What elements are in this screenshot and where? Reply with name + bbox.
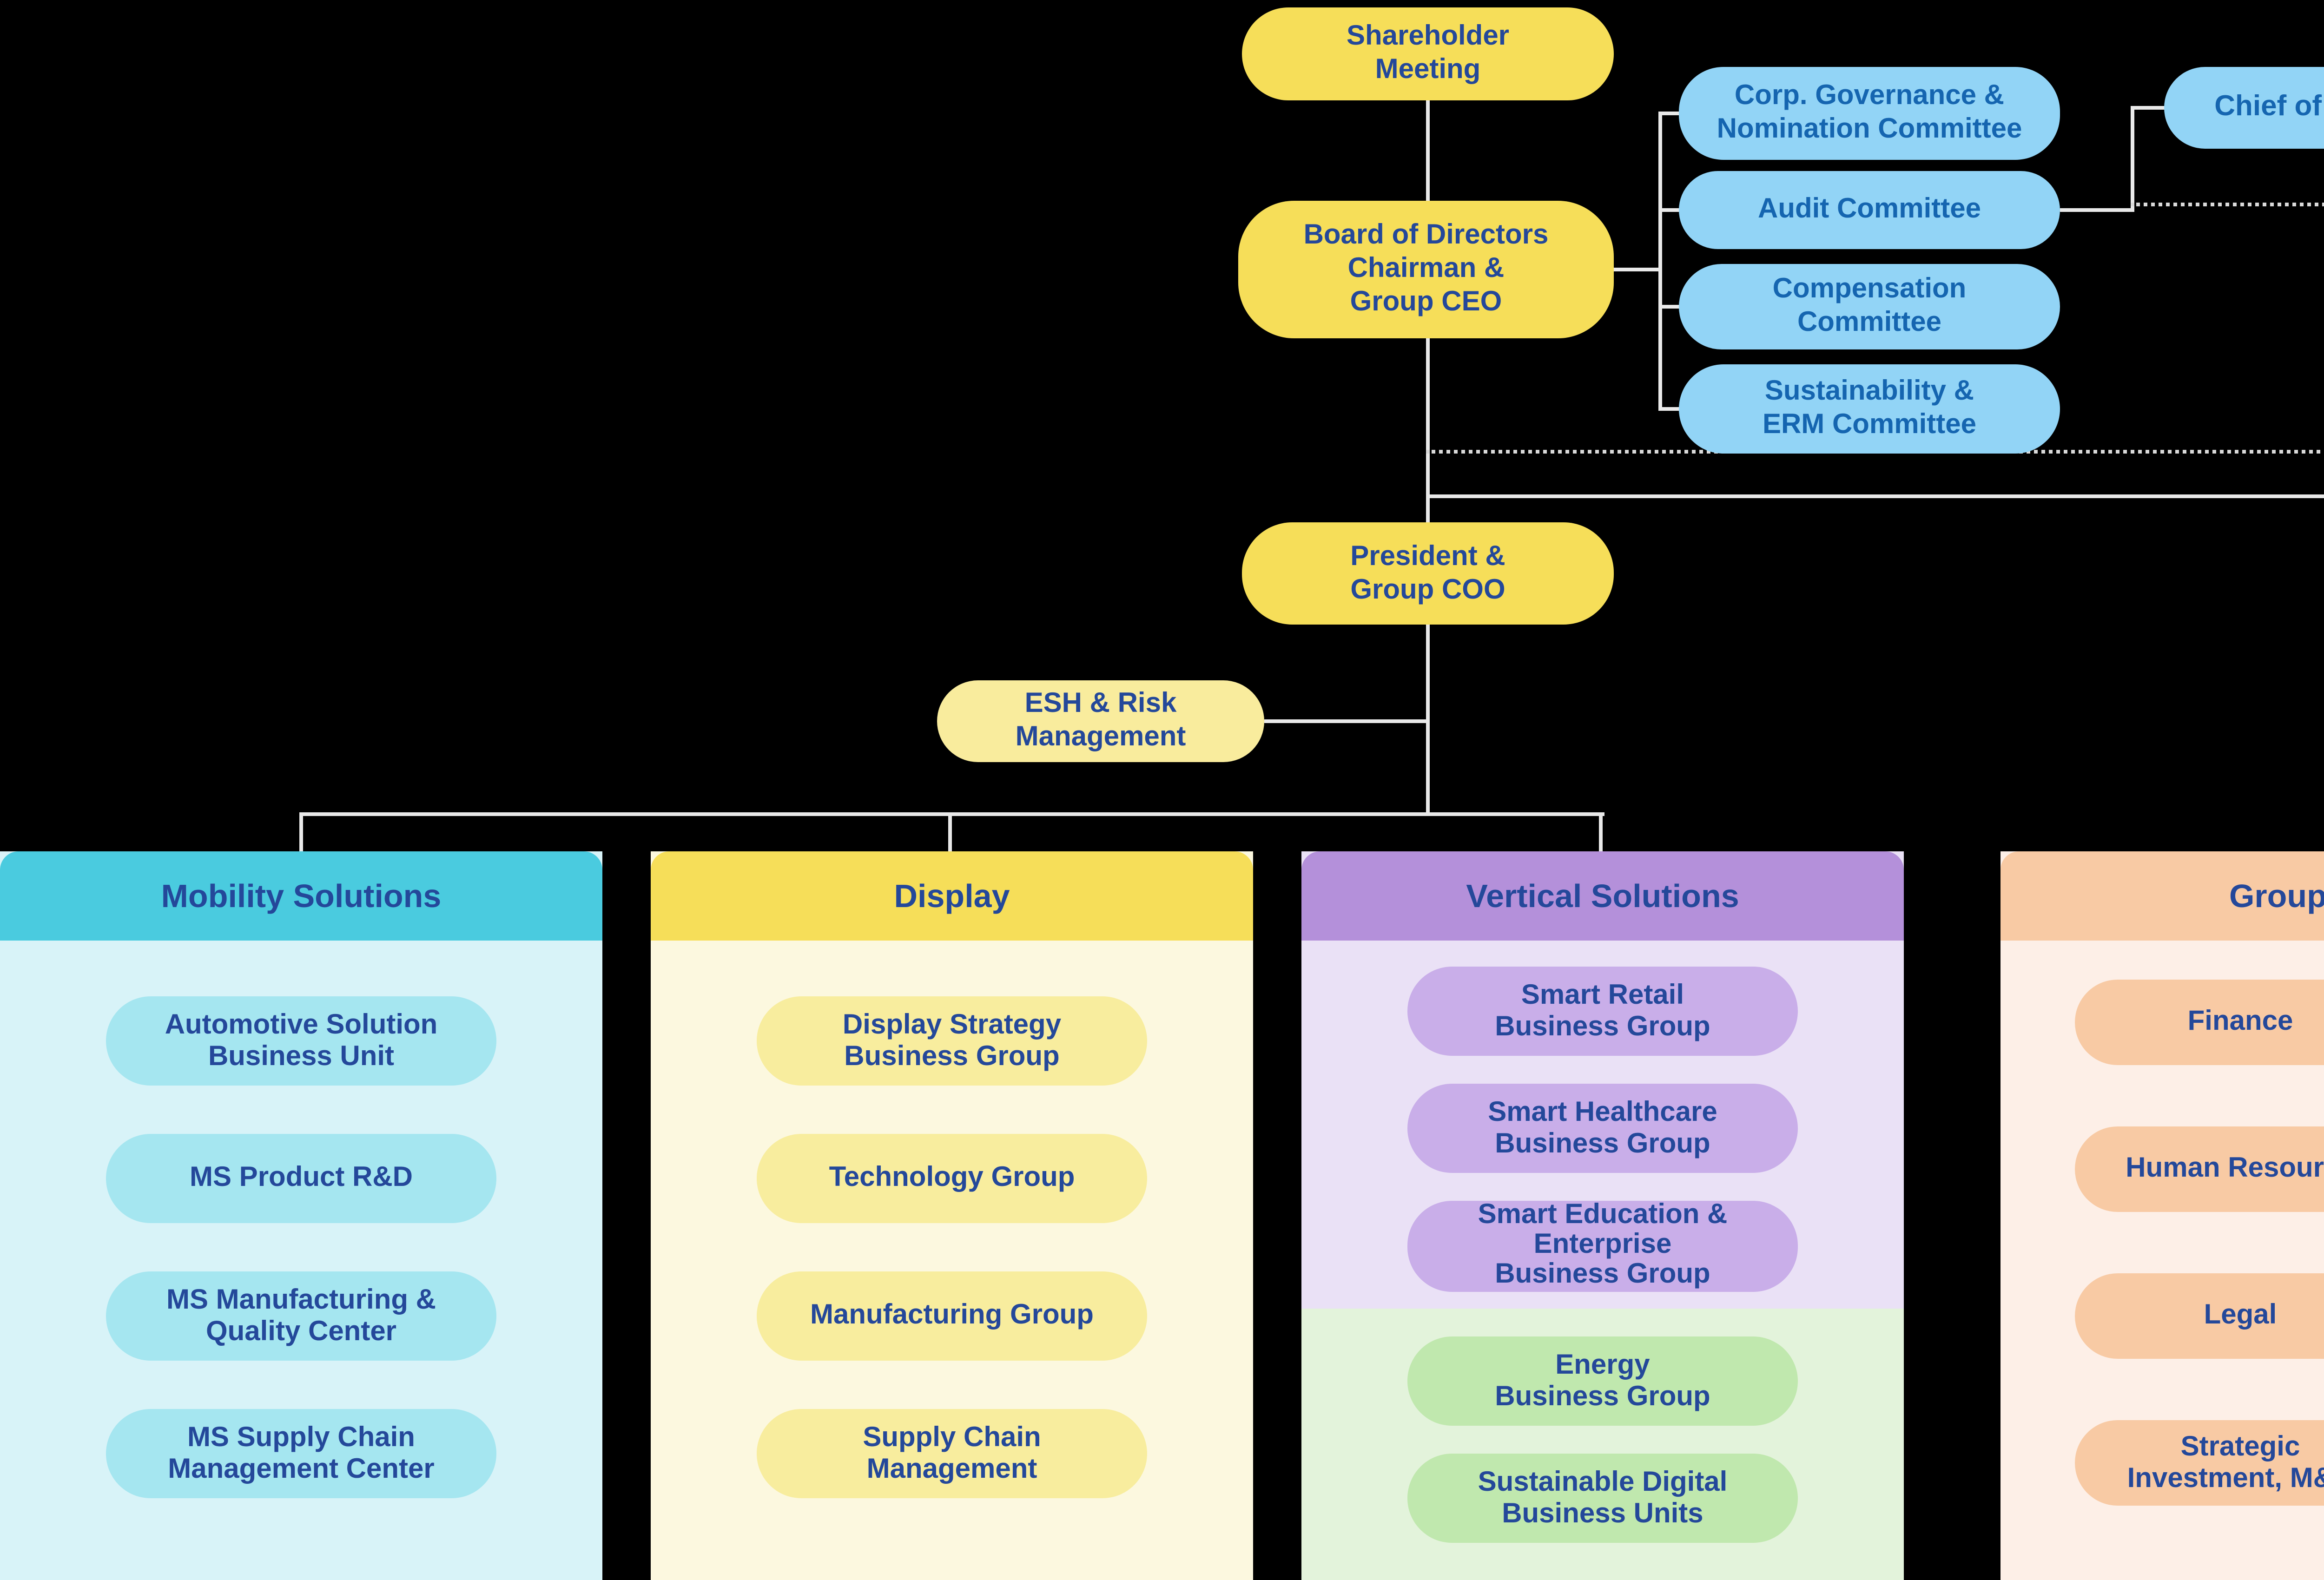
shareholder-meeting-node: Shareholder Meeting (1242, 7, 1614, 100)
org-unit-display-strategy: Display Strategy Business Group (757, 996, 1147, 1086)
president-coo-node: President & Group COO (1242, 522, 1614, 625)
org-unit-strategic-investment-ma: Strategic Investment, M&A (2075, 1420, 2324, 1506)
org-unit-sustainable-digital: Sustainable Digital Business Units (1407, 1454, 1798, 1543)
org-unit-ms-product-rd: MS Product R&D (106, 1134, 496, 1223)
division-group-infrastructure: Group Infrastructure Unit Finance Digita… (2000, 851, 2324, 1580)
org-unit-ms-manufacturing-quality: MS Manufacturing & Quality Center (106, 1271, 496, 1361)
division-vertical-solutions: Vertical Solutions Smart Retail Business… (1301, 851, 1904, 1309)
org-unit-technology-group: Technology Group (757, 1134, 1147, 1223)
committee-audit: Audit Committee (1679, 171, 2060, 249)
committee-governance-nomination: Corp. Governance & Nomination Committee (1679, 67, 2060, 160)
org-unit-finance: Finance (2075, 980, 2324, 1065)
org-unit-energy-business-group: Energy Business Group (1407, 1336, 1798, 1426)
org-unit-ms-supply-chain: MS Supply Chain Management Center (106, 1409, 496, 1498)
connector-stub-mobility (299, 812, 303, 853)
division-vertical-green-section: Energy Business Group Sustainable Digita… (1301, 1309, 1904, 1580)
connector-committee-stub-1 (1658, 112, 1681, 115)
connector-committee-stub-4 (1658, 407, 1681, 411)
dotted-audit-right (2131, 203, 2324, 206)
org-unit-automotive-solution: Automotive Solution Business Unit (106, 996, 496, 1086)
connector-committees-bracket (1658, 112, 1662, 411)
connector-committee-stub-2 (1658, 208, 1681, 212)
org-unit-smart-healthcare: Smart Healthcare Business Group (1407, 1084, 1798, 1173)
connector-branch-horizontal (299, 812, 1604, 816)
connector-board-committees-stem (1614, 268, 1662, 271)
division-mobility-title: Mobility Solutions (0, 851, 602, 941)
org-unit-human-resource: Human Resource (2075, 1126, 2324, 1212)
connector-audit-chief-h1 (2060, 208, 2134, 212)
committee-compensation: Compensation Committee (1679, 264, 2060, 349)
committee-sustainability-erm: Sustainability & ERM Committee (1679, 364, 2060, 454)
org-unit-smart-retail: Smart Retail Business Group (1407, 967, 1798, 1056)
org-unit-legal: Legal (2075, 1273, 2324, 1359)
org-unit-supply-chain-management: Supply Chain Management (757, 1409, 1147, 1498)
connector-esh (1264, 719, 1428, 723)
connector-giu-horizontal (1425, 494, 2324, 498)
division-mobility-solutions: Mobility Solutions Automotive Solution B… (0, 851, 602, 1580)
connector-board-president (1425, 338, 1429, 524)
connector-committee-stub-3 (1658, 305, 1681, 309)
connector-audit-chief-h2 (2131, 106, 2168, 110)
esh-risk-node: ESH & Risk Management (937, 680, 1264, 762)
connector-shareholder-board (1425, 100, 1429, 203)
org-unit-manufacturing-group: Manufacturing Group (757, 1271, 1147, 1361)
board-of-directors-node: Board of Directors Chairman & Group CEO (1238, 201, 1614, 338)
org-unit-smart-education-enterprise: Smart Education & Enterprise Business Gr… (1407, 1200, 1798, 1291)
connector-audit-chief-v (2131, 106, 2134, 212)
division-display: Display Display Strategy Business Group … (651, 851, 1253, 1580)
connector-stub-vertical (1599, 812, 1603, 853)
division-display-title: Display (651, 851, 1253, 941)
chief-of-compliance-node: Chief of Compliance (2164, 67, 2324, 149)
connector-stub-display (948, 812, 952, 853)
division-vertical-title: Vertical Solutions (1301, 851, 1904, 941)
division-giu-title: Group Infrastructure Unit (2000, 851, 2324, 941)
